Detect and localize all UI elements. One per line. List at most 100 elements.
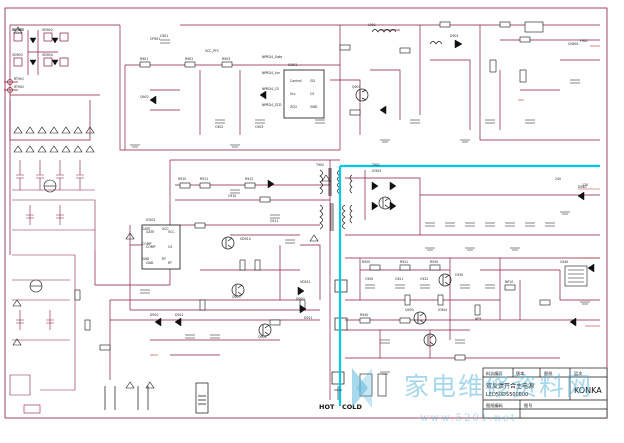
- component-ref-label: T902: [315, 163, 324, 167]
- pfc-inductor: [371, 29, 443, 45]
- component-ref-label: C920: [365, 277, 373, 281]
- component-ref-label: Q930: [405, 308, 414, 312]
- title-block: [482, 367, 608, 419]
- component-ref-label: NPRD4_ZCD: [262, 103, 282, 107]
- svg-text:VCC: VCC: [168, 230, 175, 234]
- title-block-footer-cell: 图号: [524, 403, 532, 409]
- svg-text:GND: GND: [310, 105, 318, 109]
- component-ref-label: RT: [162, 257, 166, 261]
- component-ref-label: VCC_PFC: [205, 49, 220, 53]
- svg-text:Vcc: Vcc: [290, 92, 296, 96]
- component-ref-label: NPRD4_Gate: [262, 55, 282, 59]
- title-block-title: 双反馈开合主电源: [486, 382, 534, 390]
- component-ref-label: D911: [175, 313, 184, 317]
- component-ref-label: VD901: [12, 28, 23, 32]
- title-block-header-cell: 图纸: [544, 370, 553, 377]
- component-ref-label: CP901: [150, 37, 160, 41]
- hot-label: HOT: [319, 403, 335, 411]
- component-ref-label: NPRD4_Vcc: [262, 71, 281, 75]
- title-block-brand: KONKA: [574, 386, 602, 395]
- resistors-top: [139, 21, 544, 116]
- drawing-frame: [4, 7, 608, 419]
- component-ref-label: C911: [270, 219, 278, 223]
- watermark-logo: [352, 368, 372, 408]
- warning-triangles-middle: [125, 174, 331, 389]
- component-ref-label: C903: [255, 125, 263, 129]
- warning-triangles-left: [13, 26, 95, 153]
- component-ref-label: R901: [140, 57, 148, 61]
- component-ref-label: D940: [578, 185, 587, 189]
- component-ref-label: R902: [185, 57, 193, 61]
- component-ref-label: R940: [360, 313, 368, 317]
- title-block-model: LED50D5500E00: [486, 392, 528, 398]
- svg-text:CS: CS: [168, 245, 172, 249]
- component-ref-label: C921: [395, 277, 403, 281]
- component-ref-label: C910: [228, 194, 236, 198]
- component-ref-label: CN901: [568, 42, 579, 46]
- watermark-url: www.5201.net: [420, 413, 517, 424]
- title-block-footer-cell: 图纸编码: [486, 402, 503, 409]
- component-ref-label: D921: [304, 316, 313, 320]
- title-block-header-cell: 层次: [574, 370, 583, 377]
- component-ref-label: IC902: [146, 218, 155, 222]
- pwm-controller-ic: GATE COMP GND VCC CS RT: [141, 224, 181, 270]
- component-ref-label: R911: [200, 177, 208, 181]
- capacitors-middle: [140, 189, 295, 339]
- component-ref-label: Q902: [140, 95, 149, 99]
- component-ref-label: C940: [560, 260, 568, 264]
- pfc-section: [119, 24, 600, 151]
- component-ref-label: RT902: [14, 85, 24, 89]
- component-ref-label: VD903: [12, 53, 23, 57]
- transistors-middle: [221, 236, 272, 337]
- component-ref-label: NP10: [505, 280, 513, 284]
- component-ref-label: NPRD4_CS: [262, 87, 279, 91]
- isolation-boundary: [338, 164, 600, 406]
- component-ref-label: R930: [430, 260, 438, 264]
- secondary-rectifiers: [371, 181, 595, 327]
- svg-text:GND: GND: [146, 261, 154, 265]
- component-ref-label: C902: [215, 125, 223, 129]
- capacitors-top: [160, 39, 580, 124]
- pfc-diodes: [149, 39, 463, 115]
- output-connector: [564, 265, 588, 287]
- ac-input-section: [4, 24, 120, 255]
- component-ref-label: Q901: [352, 85, 361, 89]
- component-ref-label: D910: [150, 313, 159, 317]
- component-ref-label: T901: [371, 163, 380, 167]
- component-ref-label: C930: [455, 273, 463, 277]
- bottom-connectors: [104, 382, 209, 414]
- component-ref-label: C901: [160, 34, 168, 38]
- svg-text:GATE: GATE: [146, 230, 154, 234]
- component-ref-label: R921: [400, 260, 408, 264]
- component-ref-label: VD911: [300, 280, 311, 284]
- component-ref-label: 24V: [555, 177, 562, 181]
- component-ref-label: VCC: [162, 227, 169, 231]
- output-tags: [150, 45, 600, 356]
- component-ref-label: L901: [368, 23, 376, 27]
- secondary-transistors: [378, 196, 452, 347]
- component-ref-label: VD910: [240, 237, 251, 241]
- component-ref-label: NP9: [475, 317, 481, 321]
- diodes-middle: [154, 179, 307, 327]
- secondary-resistors: [359, 264, 551, 361]
- component-ref-label: IC903: [372, 169, 381, 173]
- component-ref-label: 12V: [582, 183, 589, 187]
- secondary-capacitors: [365, 222, 555, 344]
- component-ref-label: RT901: [14, 77, 24, 81]
- component-ref-label: IC904: [438, 308, 447, 312]
- bridge-diodes-top-left: [29, 37, 59, 66]
- pfc-controller-ic: Control Vcc ZCD GD CS GND: [283, 69, 325, 119]
- triangle-symbols-lower-left: [12, 299, 22, 346]
- svg-text:ZCD: ZCD: [290, 105, 297, 109]
- component-ref-label: COMP: [142, 242, 151, 246]
- component-ref-label: C922: [420, 277, 428, 281]
- component-ref-label: Q903: [232, 295, 241, 299]
- component-ref-label: D901: [450, 34, 459, 38]
- component-ref-label: VD902: [42, 28, 53, 32]
- secondary-section: [345, 170, 600, 359]
- component-ref-label: R920: [362, 260, 370, 264]
- component-ref-label: R910: [178, 177, 186, 181]
- svg-text:CS: CS: [310, 92, 314, 96]
- component-ref-label: VD904: [42, 53, 53, 57]
